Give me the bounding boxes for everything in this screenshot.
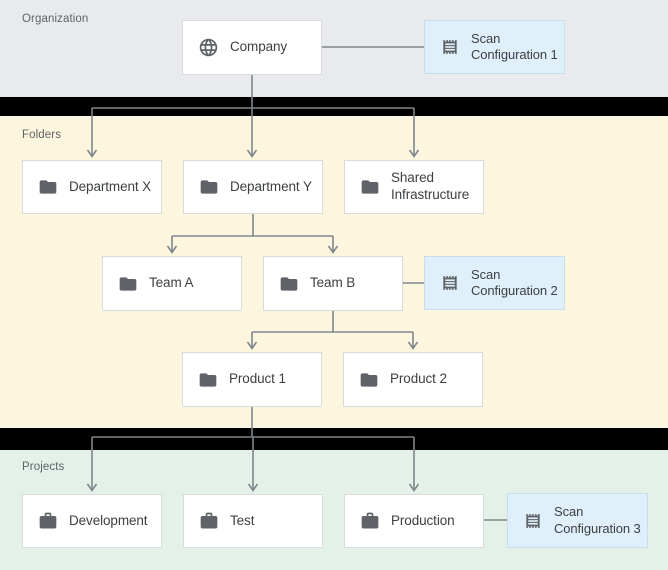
node-label: Test <box>230 512 255 528</box>
node-scan-config-1: Scan Configuration 1 <box>424 20 565 74</box>
scan-config-icon <box>440 273 460 293</box>
briefcase-icon <box>38 511 58 531</box>
folder-icon <box>198 370 218 390</box>
node-product-2: Product 2 <box>343 352 483 407</box>
node-department-y: Department Y <box>183 160 323 214</box>
node-shared-infrastructure: Shared Infrastructure <box>344 160 484 214</box>
node-company: Company <box>182 20 322 75</box>
node-scan-config-2: Scan Configuration 2 <box>424 256 565 310</box>
node-label: Production <box>391 512 455 528</box>
folder-icon <box>199 177 219 197</box>
folder-icon <box>279 274 299 294</box>
globe-icon <box>198 37 219 58</box>
node-label: Team A <box>149 275 194 291</box>
folder-icon <box>118 274 138 294</box>
node-label: Scan Configuration 2 <box>471 266 558 298</box>
folder-icon <box>360 177 380 197</box>
organization-section <box>0 0 668 97</box>
node-label: Department X <box>69 178 152 194</box>
node-team-a: Team A <box>102 256 242 311</box>
node-team-b: Team B <box>263 256 403 311</box>
node-label: Development <box>69 512 148 528</box>
organization-section-label: Organization <box>22 13 89 25</box>
projects-section-label: Projects <box>22 461 65 473</box>
node-department-x: Department X <box>22 160 162 214</box>
folder-icon <box>38 177 58 197</box>
node-label: Scan Configuration 3 <box>554 504 641 536</box>
briefcase-icon <box>199 511 219 531</box>
node-label: Company <box>230 39 288 55</box>
node-test: Test <box>183 494 323 548</box>
node-label: Scan Configuration 1 <box>471 30 558 62</box>
node-development: Development <box>22 494 162 548</box>
node-label: Product 1 <box>229 371 286 387</box>
node-label: Product 2 <box>390 371 447 387</box>
folder-icon <box>359 370 379 390</box>
separator-band-bottom <box>0 428 668 450</box>
node-production: Production <box>344 494 484 548</box>
node-label: Team B <box>310 275 356 291</box>
node-label: Shared Infrastructure <box>391 170 470 202</box>
node-scan-config-3: Scan Configuration 3 <box>507 493 648 548</box>
node-product-1: Product 1 <box>182 352 322 407</box>
folders-section-label: Folders <box>22 129 62 141</box>
node-label: Department Y <box>230 178 312 194</box>
scan-config-icon <box>523 511 543 531</box>
briefcase-icon <box>360 511 380 531</box>
scan-config-icon <box>440 37 460 57</box>
separator-band-top <box>0 97 668 116</box>
